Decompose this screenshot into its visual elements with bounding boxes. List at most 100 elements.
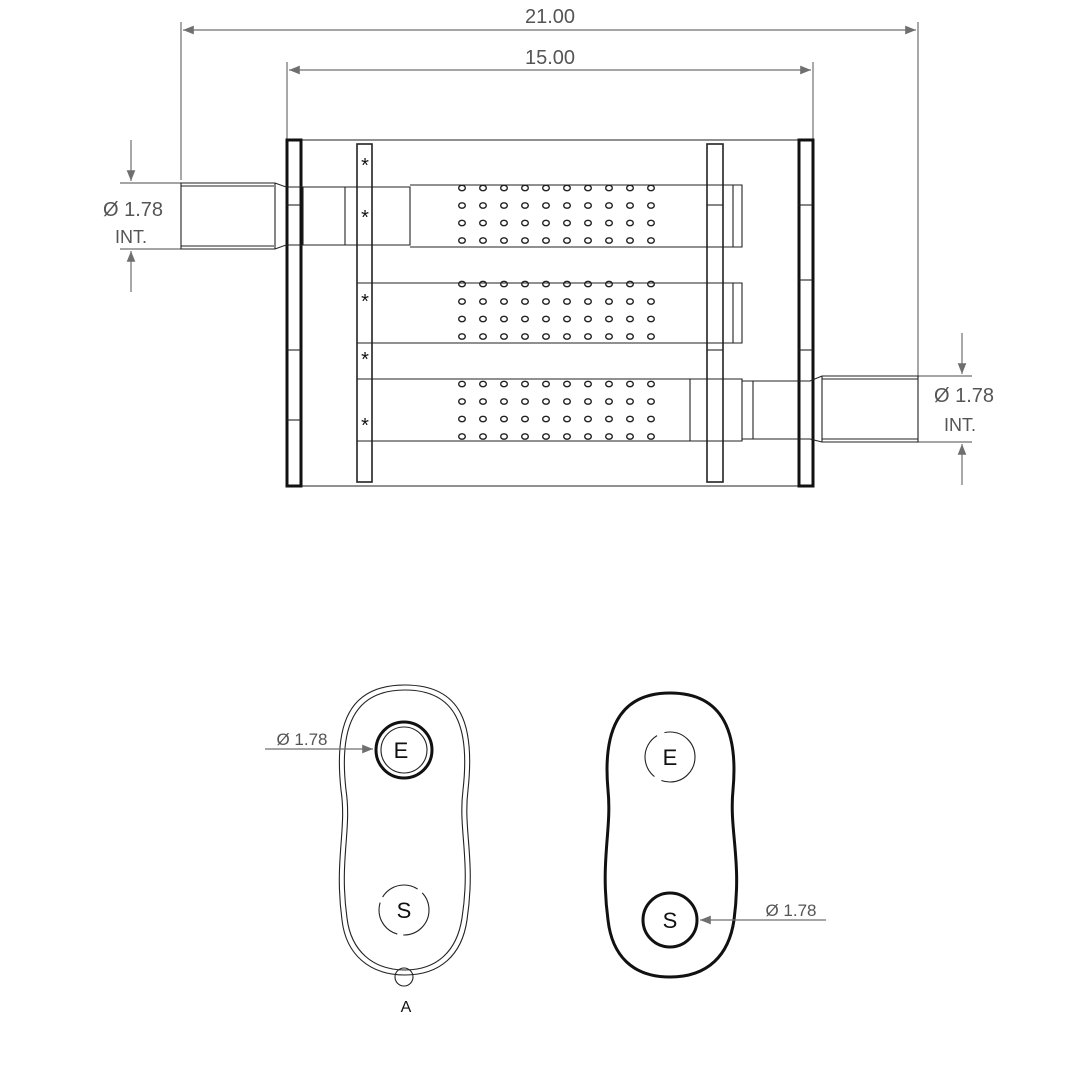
inlet-note-label: INT. xyxy=(115,227,147,247)
perforation-hole-lower xyxy=(458,380,467,388)
perforation-hole-middle xyxy=(563,315,572,323)
inlet-end-outline-outer xyxy=(338,684,471,976)
perforation-hole-middle xyxy=(542,315,551,323)
outlet-pipe xyxy=(689,375,919,443)
inlet-end-view: E S A Ø 1.78 xyxy=(265,684,471,1016)
outlet-view-diameter-label: Ø 1.78 xyxy=(765,901,816,920)
perforation-hole-upper xyxy=(458,202,467,209)
perforation-hole-lower xyxy=(605,398,614,405)
perforation-hole-lower xyxy=(458,433,467,440)
perforation-hole-upper xyxy=(542,219,551,227)
end-caps-and-baffles xyxy=(285,138,815,488)
perforation-hole-middle xyxy=(626,280,635,288)
perforation-hole-lower xyxy=(479,380,488,388)
perforation-hole-lower xyxy=(563,433,572,440)
perforation-hole-upper xyxy=(458,219,467,227)
perforation-hole-upper xyxy=(626,202,635,209)
perforation-hole-lower xyxy=(647,415,656,423)
perforation-hole-lower xyxy=(605,433,614,440)
perforation-hole-lower xyxy=(479,433,488,440)
outlet-baffle xyxy=(706,143,724,483)
perforation-hole-upper xyxy=(647,184,656,192)
perforation-hole-lower xyxy=(542,380,551,388)
perforation-hole-middle xyxy=(458,315,467,323)
perforation-hole-lower xyxy=(500,380,509,388)
reference-point-label: A xyxy=(401,999,412,1016)
perforation-hole-middle xyxy=(647,333,656,340)
perforation-hole-middle xyxy=(542,333,551,340)
perforation-hole-middle xyxy=(605,315,614,323)
inlet-port-outer-ring xyxy=(374,720,434,780)
perforation-hole-upper xyxy=(605,184,614,192)
inlet-port-inner-ring xyxy=(380,726,428,774)
perforation-hole-lower xyxy=(521,415,530,423)
perforation-hole-lower xyxy=(500,433,509,440)
perforation-hole-lower xyxy=(479,415,488,423)
perforation-hole-upper xyxy=(521,184,530,192)
perforated-tube-upper xyxy=(410,184,743,248)
perforation-hole-upper xyxy=(584,237,593,244)
perforation-hole-middle xyxy=(584,333,593,340)
inlet-diameter-dimension: Ø 1.78 INT. xyxy=(103,140,181,292)
perforation-hole-upper xyxy=(542,237,551,244)
perforation-hole-lower xyxy=(521,380,530,388)
perforation-hole-lower xyxy=(521,398,530,405)
perforation-hole-lower xyxy=(584,415,593,423)
body-length-label: 15.00 xyxy=(525,47,575,69)
outlet-end-cap xyxy=(797,138,815,488)
perforation-hole-upper xyxy=(500,219,509,227)
outlet-diameter-label: Ø 1.78 xyxy=(934,385,994,407)
perforation-hole-middle xyxy=(563,280,572,288)
perforation-hole-middle xyxy=(542,298,551,305)
perforation-hole-middle xyxy=(542,280,551,288)
perforation-hole-middle xyxy=(521,333,530,340)
perforation-hole-upper xyxy=(626,184,635,192)
muffler-body xyxy=(300,139,800,487)
perforation-hole-upper xyxy=(584,202,593,209)
inlet-pipe xyxy=(180,182,411,250)
perforation-hole-middle xyxy=(500,333,509,340)
weld-mark-5: * xyxy=(361,415,369,437)
overall-length-dimension: 21.00 xyxy=(180,6,919,378)
reference-point-marker xyxy=(394,967,414,987)
perforation-hole-middle xyxy=(563,298,572,305)
perforation-hole-upper xyxy=(521,237,530,244)
perforation-hole-lower xyxy=(563,398,572,405)
outlet-note-label: INT. xyxy=(944,415,976,435)
perforation-hole-upper xyxy=(479,184,488,192)
weld-mark-3: * xyxy=(361,291,369,313)
perforation-hole-middle xyxy=(521,315,530,323)
entry-port-hidden xyxy=(644,731,696,783)
weld-mark-2: * xyxy=(361,207,369,229)
perforation-hole-upper xyxy=(584,219,593,227)
perforation-hole-middle xyxy=(647,280,656,288)
perforation-hole-upper xyxy=(605,202,614,209)
weld-mark-1: * xyxy=(361,155,369,177)
inlet-view-diameter-label: Ø 1.78 xyxy=(276,730,327,749)
perforation-hole-middle xyxy=(521,298,530,305)
perforation-hole-middle xyxy=(479,298,488,305)
perforation-hole-upper xyxy=(479,219,488,227)
weld-marks: * * * * * xyxy=(361,155,369,437)
perforation-hole-middle xyxy=(521,280,530,288)
perforated-tube-lower xyxy=(357,378,690,442)
perforation-hole-lower xyxy=(542,415,551,423)
perforation-hole-upper xyxy=(500,237,509,244)
perforated-tube-middle xyxy=(357,282,743,344)
perforation-hole-middle xyxy=(500,315,509,323)
perforation-hole-middle xyxy=(479,280,488,288)
perforation-hole-middle xyxy=(626,333,635,340)
perforation-hole-lower xyxy=(500,398,509,405)
perforation-hole-lower xyxy=(584,398,593,405)
perforation-hole-upper xyxy=(458,237,467,244)
perforation-hole-upper xyxy=(605,237,614,244)
inlet-baffle xyxy=(356,143,373,483)
inlet-diameter-label: Ø 1.78 xyxy=(103,199,163,221)
perforation-hole-middle xyxy=(458,298,467,305)
perforation-holes xyxy=(458,184,656,440)
outlet-port-label: S xyxy=(397,898,412,923)
perforation-hole-upper xyxy=(563,219,572,227)
perforation-hole-lower xyxy=(563,415,572,423)
perforation-hole-lower xyxy=(605,380,614,388)
